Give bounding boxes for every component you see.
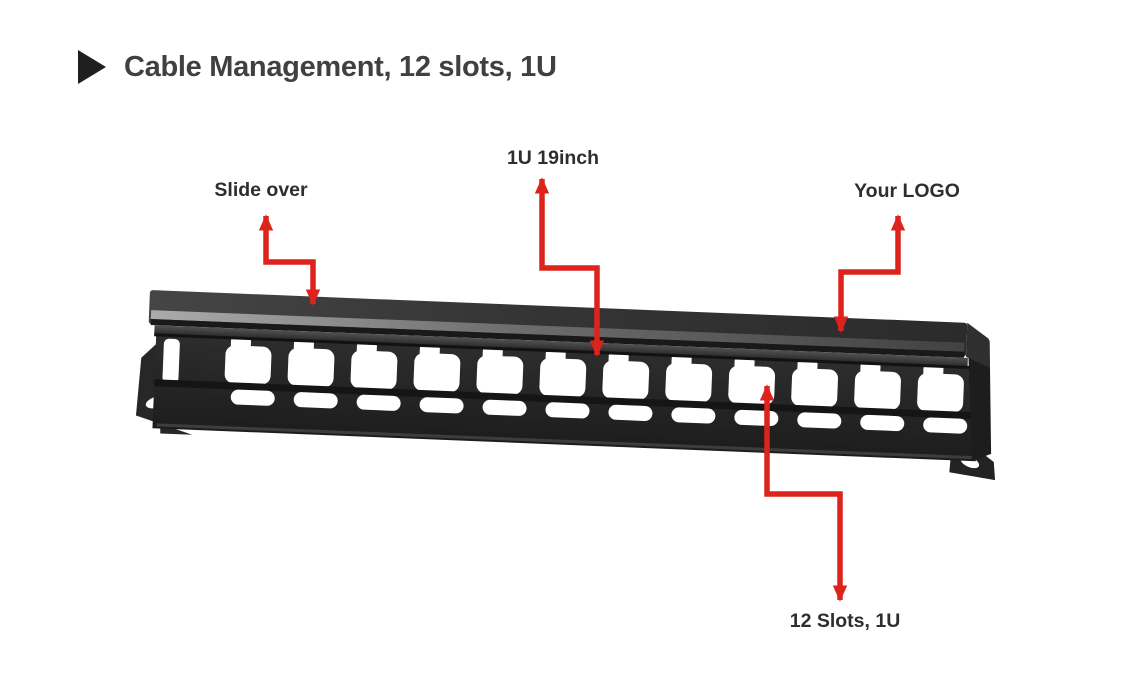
bullet-triangle-icon [78,50,106,84]
annotation-label-rack-size: 1U 19inch [506,147,600,169]
arrow-rack-size [534,177,605,357]
arrow-your-logo [833,214,906,333]
annotation-arrows [258,177,906,602]
arrow-slot-count [759,384,848,602]
slide-header: Cable Management, 12 slots, 1U [78,50,557,84]
arrow-slide-over [258,214,321,306]
annotation-label-your-logo: Your LOGO [854,180,960,202]
slide-title: Cable Management, 12 slots, 1U [124,50,557,83]
base-holes [230,389,968,434]
annotation-label-slide-over: Slide over [214,179,308,201]
annotation-label-slot-count: 12 Slots, 1U [789,610,901,632]
cable-management-panel [135,290,996,481]
slot-cutouts [162,337,964,413]
